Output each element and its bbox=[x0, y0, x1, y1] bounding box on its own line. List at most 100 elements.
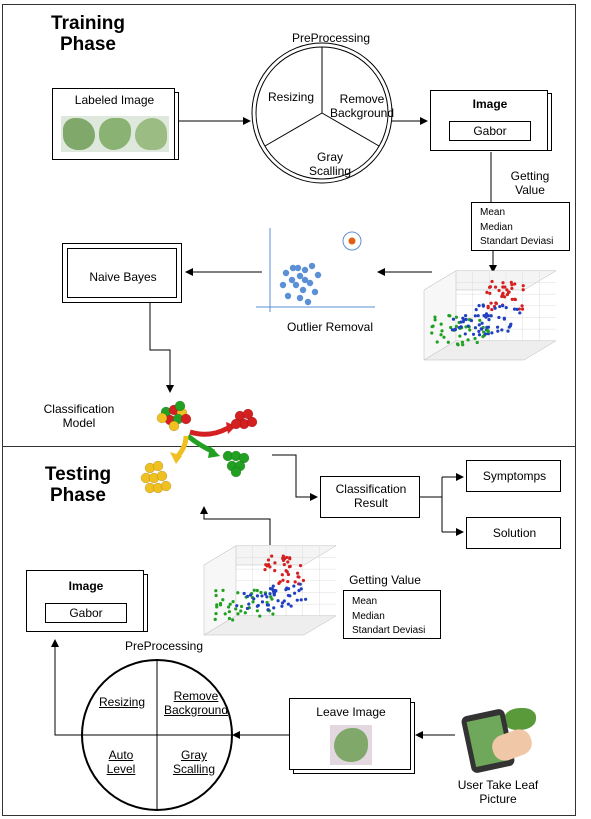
scatter-point bbox=[440, 329, 444, 333]
scatter-point bbox=[502, 285, 506, 289]
scatter-point bbox=[239, 609, 243, 613]
scatter-point bbox=[477, 329, 481, 334]
scatter-point bbox=[486, 306, 490, 310]
cluster-point bbox=[284, 292, 292, 300]
leaf-image bbox=[330, 725, 372, 765]
scatter-point bbox=[214, 593, 218, 598]
scatter-point bbox=[292, 584, 296, 588]
cluster-point bbox=[294, 264, 302, 272]
scatter-point bbox=[270, 554, 274, 558]
scatter-point bbox=[481, 303, 485, 307]
scatter-point bbox=[495, 325, 500, 329]
scatter-point bbox=[271, 588, 275, 592]
scatter-point bbox=[453, 327, 457, 331]
scatter-point bbox=[298, 564, 303, 568]
scatter-point bbox=[449, 325, 453, 330]
cluster-point bbox=[299, 286, 307, 294]
scatter-point bbox=[461, 343, 465, 347]
scatter-point bbox=[501, 281, 505, 285]
scatter-point bbox=[255, 609, 259, 613]
scatter-point bbox=[252, 597, 256, 601]
scatter-point bbox=[263, 592, 268, 596]
scatter-point bbox=[221, 598, 225, 602]
cluster-point bbox=[296, 294, 304, 302]
scatter-point bbox=[276, 599, 280, 603]
scatter-point bbox=[450, 328, 455, 332]
scatter-point bbox=[298, 582, 302, 586]
scatter-point bbox=[218, 603, 223, 607]
scatter-point bbox=[468, 328, 472, 332]
scatter-point bbox=[451, 317, 456, 321]
scatter-point bbox=[477, 304, 481, 308]
scatter-point bbox=[280, 573, 284, 577]
cluster-point bbox=[296, 272, 304, 280]
scatter-point bbox=[502, 317, 506, 321]
scatter-point bbox=[221, 588, 225, 592]
scatter-point bbox=[489, 301, 493, 305]
scatter-point bbox=[505, 293, 510, 297]
scatter-point bbox=[247, 602, 251, 606]
scatter-point bbox=[520, 307, 525, 311]
scatter-point bbox=[433, 318, 437, 322]
scatter-point bbox=[493, 306, 497, 310]
cluster-point bbox=[306, 279, 314, 287]
phase-divider bbox=[2, 446, 576, 447]
scatter-point bbox=[268, 565, 272, 569]
gabor-box: Gabor bbox=[449, 121, 531, 141]
scatter-point bbox=[297, 588, 301, 593]
model-ball bbox=[156, 470, 168, 482]
scatter-point bbox=[454, 315, 459, 319]
scatter-point bbox=[473, 314, 477, 318]
scatter-point bbox=[288, 564, 292, 568]
arrow-to-result bbox=[272, 454, 318, 501]
scatter-point bbox=[469, 318, 474, 323]
scatter-point bbox=[501, 304, 505, 308]
scatter-point bbox=[271, 584, 275, 588]
gabor-image-box-testing: Image Gabor bbox=[26, 570, 144, 632]
scatter-point bbox=[286, 572, 291, 577]
classification-result-box: Classification Result bbox=[320, 476, 420, 518]
cluster-point bbox=[304, 298, 312, 306]
scatter-point bbox=[299, 598, 303, 602]
cluster-point bbox=[301, 276, 309, 284]
scatter-point bbox=[273, 569, 277, 573]
gabor-box-testing: Gabor bbox=[45, 603, 127, 623]
scatter-point bbox=[475, 340, 479, 345]
scatter-point bbox=[263, 568, 267, 572]
scatter-point bbox=[227, 616, 232, 621]
arrow-3dplot-to-model bbox=[200, 506, 271, 545]
scatter-point bbox=[510, 283, 514, 287]
scatter-point bbox=[260, 600, 265, 604]
scatter-point bbox=[265, 600, 269, 605]
scatter-point bbox=[481, 335, 485, 339]
scatter-point bbox=[286, 560, 290, 564]
scatter-point bbox=[458, 334, 462, 338]
model-ball bbox=[160, 480, 172, 492]
model-ball bbox=[230, 466, 242, 478]
scatter-point bbox=[509, 280, 513, 284]
scatter-point bbox=[227, 605, 231, 609]
gabor-image-box: Image Gabor bbox=[430, 90, 548, 151]
scatter-point bbox=[270, 597, 274, 601]
resizing-label-testing: Resizing bbox=[98, 695, 146, 709]
gray-scalling-label: Gray Scalling bbox=[308, 150, 352, 178]
scatter-point bbox=[252, 588, 256, 592]
cluster-point bbox=[311, 288, 319, 296]
green-arrowhead bbox=[208, 446, 220, 458]
getting-value-label-testing: Getting Value bbox=[349, 573, 421, 587]
scatter-point bbox=[512, 307, 517, 311]
scatter-point bbox=[471, 332, 476, 336]
scatter-point bbox=[460, 340, 464, 344]
scatter-point bbox=[521, 284, 525, 288]
scatter-point bbox=[277, 581, 281, 585]
scatter-point bbox=[488, 285, 493, 289]
scatter-point bbox=[520, 304, 524, 308]
scatter-point bbox=[485, 290, 489, 294]
scatter-point bbox=[430, 331, 434, 335]
scatter-point bbox=[293, 580, 297, 584]
scatter-point bbox=[480, 321, 484, 325]
